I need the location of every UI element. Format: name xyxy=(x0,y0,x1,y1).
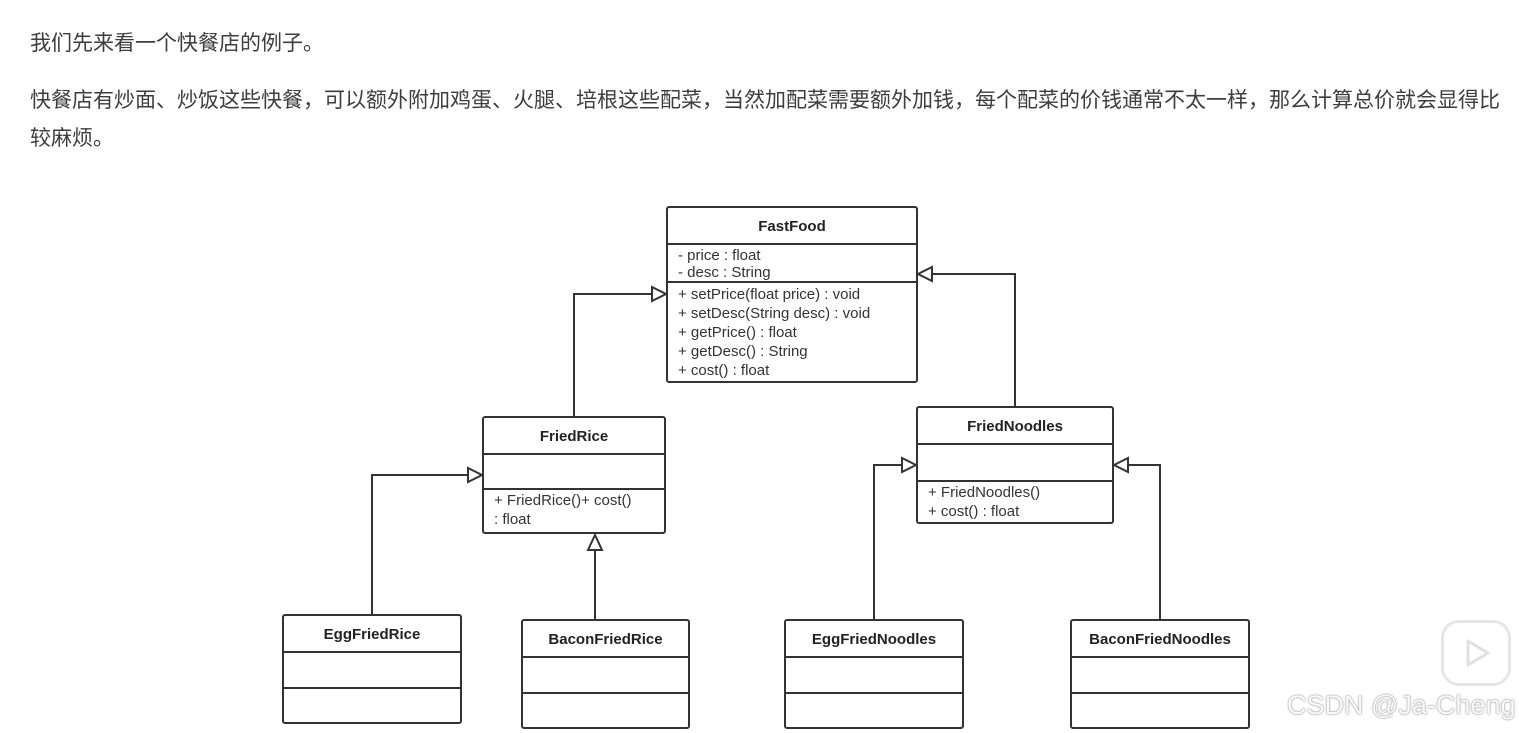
description-paragraph: 快餐店有炒面、炒饭这些快餐，可以额外附加鸡蛋、火腿、培根这些配菜，当然加配菜需要… xyxy=(30,88,1500,150)
play-icon xyxy=(1466,639,1490,667)
class-baconfriedrice: BaconFriedRice xyxy=(521,619,690,729)
arrowhead-friedrice-bottom xyxy=(586,532,604,551)
class-fastfood: FastFood - price : float - desc : String… xyxy=(666,206,918,383)
attribute: - desc : String xyxy=(678,264,771,281)
attributes-section xyxy=(1072,658,1248,694)
class-name: EggFriedRice xyxy=(284,616,460,653)
class-baconfriednoodles: BaconFriedNoodles xyxy=(1070,619,1250,729)
arrowhead-friedrice-left xyxy=(467,466,485,484)
class-eggfriednoodles: EggFriedNoodles xyxy=(784,619,964,729)
arrow-baconfriednoodles-to-friednoodles xyxy=(1128,464,1161,620)
attributes-section xyxy=(786,658,962,694)
class-name: EggFriedNoodles xyxy=(786,621,962,658)
video-badge[interactable] xyxy=(1441,620,1511,686)
arrowhead-fastfood-right xyxy=(915,265,933,283)
arrowhead-friednoodles-left xyxy=(901,456,919,474)
arrow-friednoodles-to-fastfood xyxy=(932,273,1016,407)
attribute: - price : float xyxy=(678,247,761,264)
class-name: BaconFriedNoodles xyxy=(1072,621,1248,658)
method: + cost() : float xyxy=(678,362,770,379)
methods-section: + setPrice(float price) : void + setDesc… xyxy=(668,283,916,380)
method: : float xyxy=(494,511,531,528)
attributes-section xyxy=(523,658,688,694)
arrow-eggfriedrice-to-friedrice xyxy=(371,474,468,615)
method: + setPrice(float price) : void xyxy=(678,286,861,303)
attributes-section: - price : float - desc : String xyxy=(668,245,916,283)
attributes-section xyxy=(484,455,664,490)
method: + getDesc() : String xyxy=(678,343,808,360)
attributes-section xyxy=(918,445,1112,482)
method: + setDesc(String desc) : void xyxy=(678,305,871,322)
method: + cost() : float xyxy=(928,503,1020,520)
intro-paragraph: 我们先来看一个快餐店的例子。 xyxy=(30,31,324,55)
arrowhead-friednoodles-right xyxy=(1111,456,1129,474)
class-name: FriedRice xyxy=(484,418,664,455)
arrow-friedrice-to-fastfood xyxy=(573,293,652,417)
methods-section: + FriedRice()+ cost() : float xyxy=(484,490,664,529)
method: + FriedRice()+ cost() xyxy=(494,492,632,509)
class-eggfriedrice: EggFriedRice xyxy=(282,614,462,724)
class-name: BaconFriedRice xyxy=(523,621,688,658)
watermark: CSDN @Ja-Cheng xyxy=(1287,690,1516,720)
method: + getPrice() : float xyxy=(678,324,797,341)
attributes-section xyxy=(284,653,460,689)
class-friednoodles: FriedNoodles + FriedNoodles() + cost() :… xyxy=(916,406,1114,524)
class-friedrice: FriedRice + FriedRice()+ cost() : float xyxy=(482,416,666,534)
class-name: FastFood xyxy=(668,208,916,245)
arrowhead-fastfood-left xyxy=(651,285,669,303)
methods-section: + FriedNoodles() + cost() : float xyxy=(918,482,1112,521)
class-name: FriedNoodles xyxy=(918,408,1112,445)
arrow-eggfriednoodles-to-friednoodles xyxy=(873,464,902,620)
method: + FriedNoodles() xyxy=(928,484,1041,501)
